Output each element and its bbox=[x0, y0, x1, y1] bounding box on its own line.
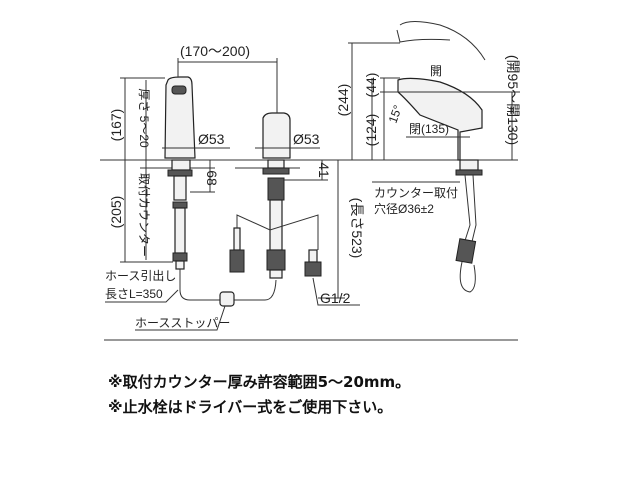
hose-stopper-label: ホースストッパー bbox=[135, 316, 230, 330]
hose-stopper bbox=[219, 291, 235, 307]
dim-244: (244) bbox=[335, 84, 351, 117]
dim-spacing: (170～200) bbox=[180, 43, 250, 59]
left-faucet-body bbox=[164, 76, 196, 270]
dim-dia-right: Ø53 bbox=[293, 131, 320, 147]
thread-label: G1/2 bbox=[320, 290, 351, 306]
label-angle: 15° bbox=[386, 103, 405, 125]
supply-valves bbox=[229, 214, 322, 277]
note-valve-type: ※止水栓はドライバー式をご使用下さい。 bbox=[108, 398, 393, 416]
side-view-faucet bbox=[396, 21, 486, 293]
hose-length-label-1: ホース引出し bbox=[105, 269, 176, 283]
dim-124: (124) bbox=[363, 114, 379, 147]
counter-thickness-label: 取付カウンター bbox=[137, 173, 151, 257]
mount-hole-label-2: 穴径Ø36±2 bbox=[374, 201, 434, 216]
hose-length-label-2: 長さL=350 bbox=[105, 287, 163, 301]
dim-44: (44) bbox=[363, 73, 379, 98]
label-closed-135: 閉(135) bbox=[409, 122, 449, 136]
notes: ※取付カウンター厚み許容範囲5～20mm。 ※止水栓はドライバー式をご使用下さい… bbox=[108, 370, 410, 420]
dim-dia-left: Ø53 bbox=[198, 131, 225, 147]
mount-hole-label-1: カウンター取付 bbox=[374, 186, 458, 200]
note-counter-thickness: ※取付カウンター厚み許容範囲5～20mm。 bbox=[108, 373, 411, 391]
hose bbox=[179, 269, 277, 301]
dim-41: 41 bbox=[316, 162, 332, 178]
dim-open-range: (開95～開130) bbox=[505, 55, 521, 145]
dim-thickness: 厚さ 5～20 bbox=[137, 88, 151, 148]
dim-205: (205) bbox=[108, 196, 124, 229]
dim-167: (167) bbox=[108, 109, 124, 142]
dim-523: (長さ523) bbox=[349, 198, 365, 259]
dim-68: 68 bbox=[204, 170, 220, 186]
label-open: 開 bbox=[430, 64, 442, 78]
right-faucet-body bbox=[262, 112, 291, 279]
